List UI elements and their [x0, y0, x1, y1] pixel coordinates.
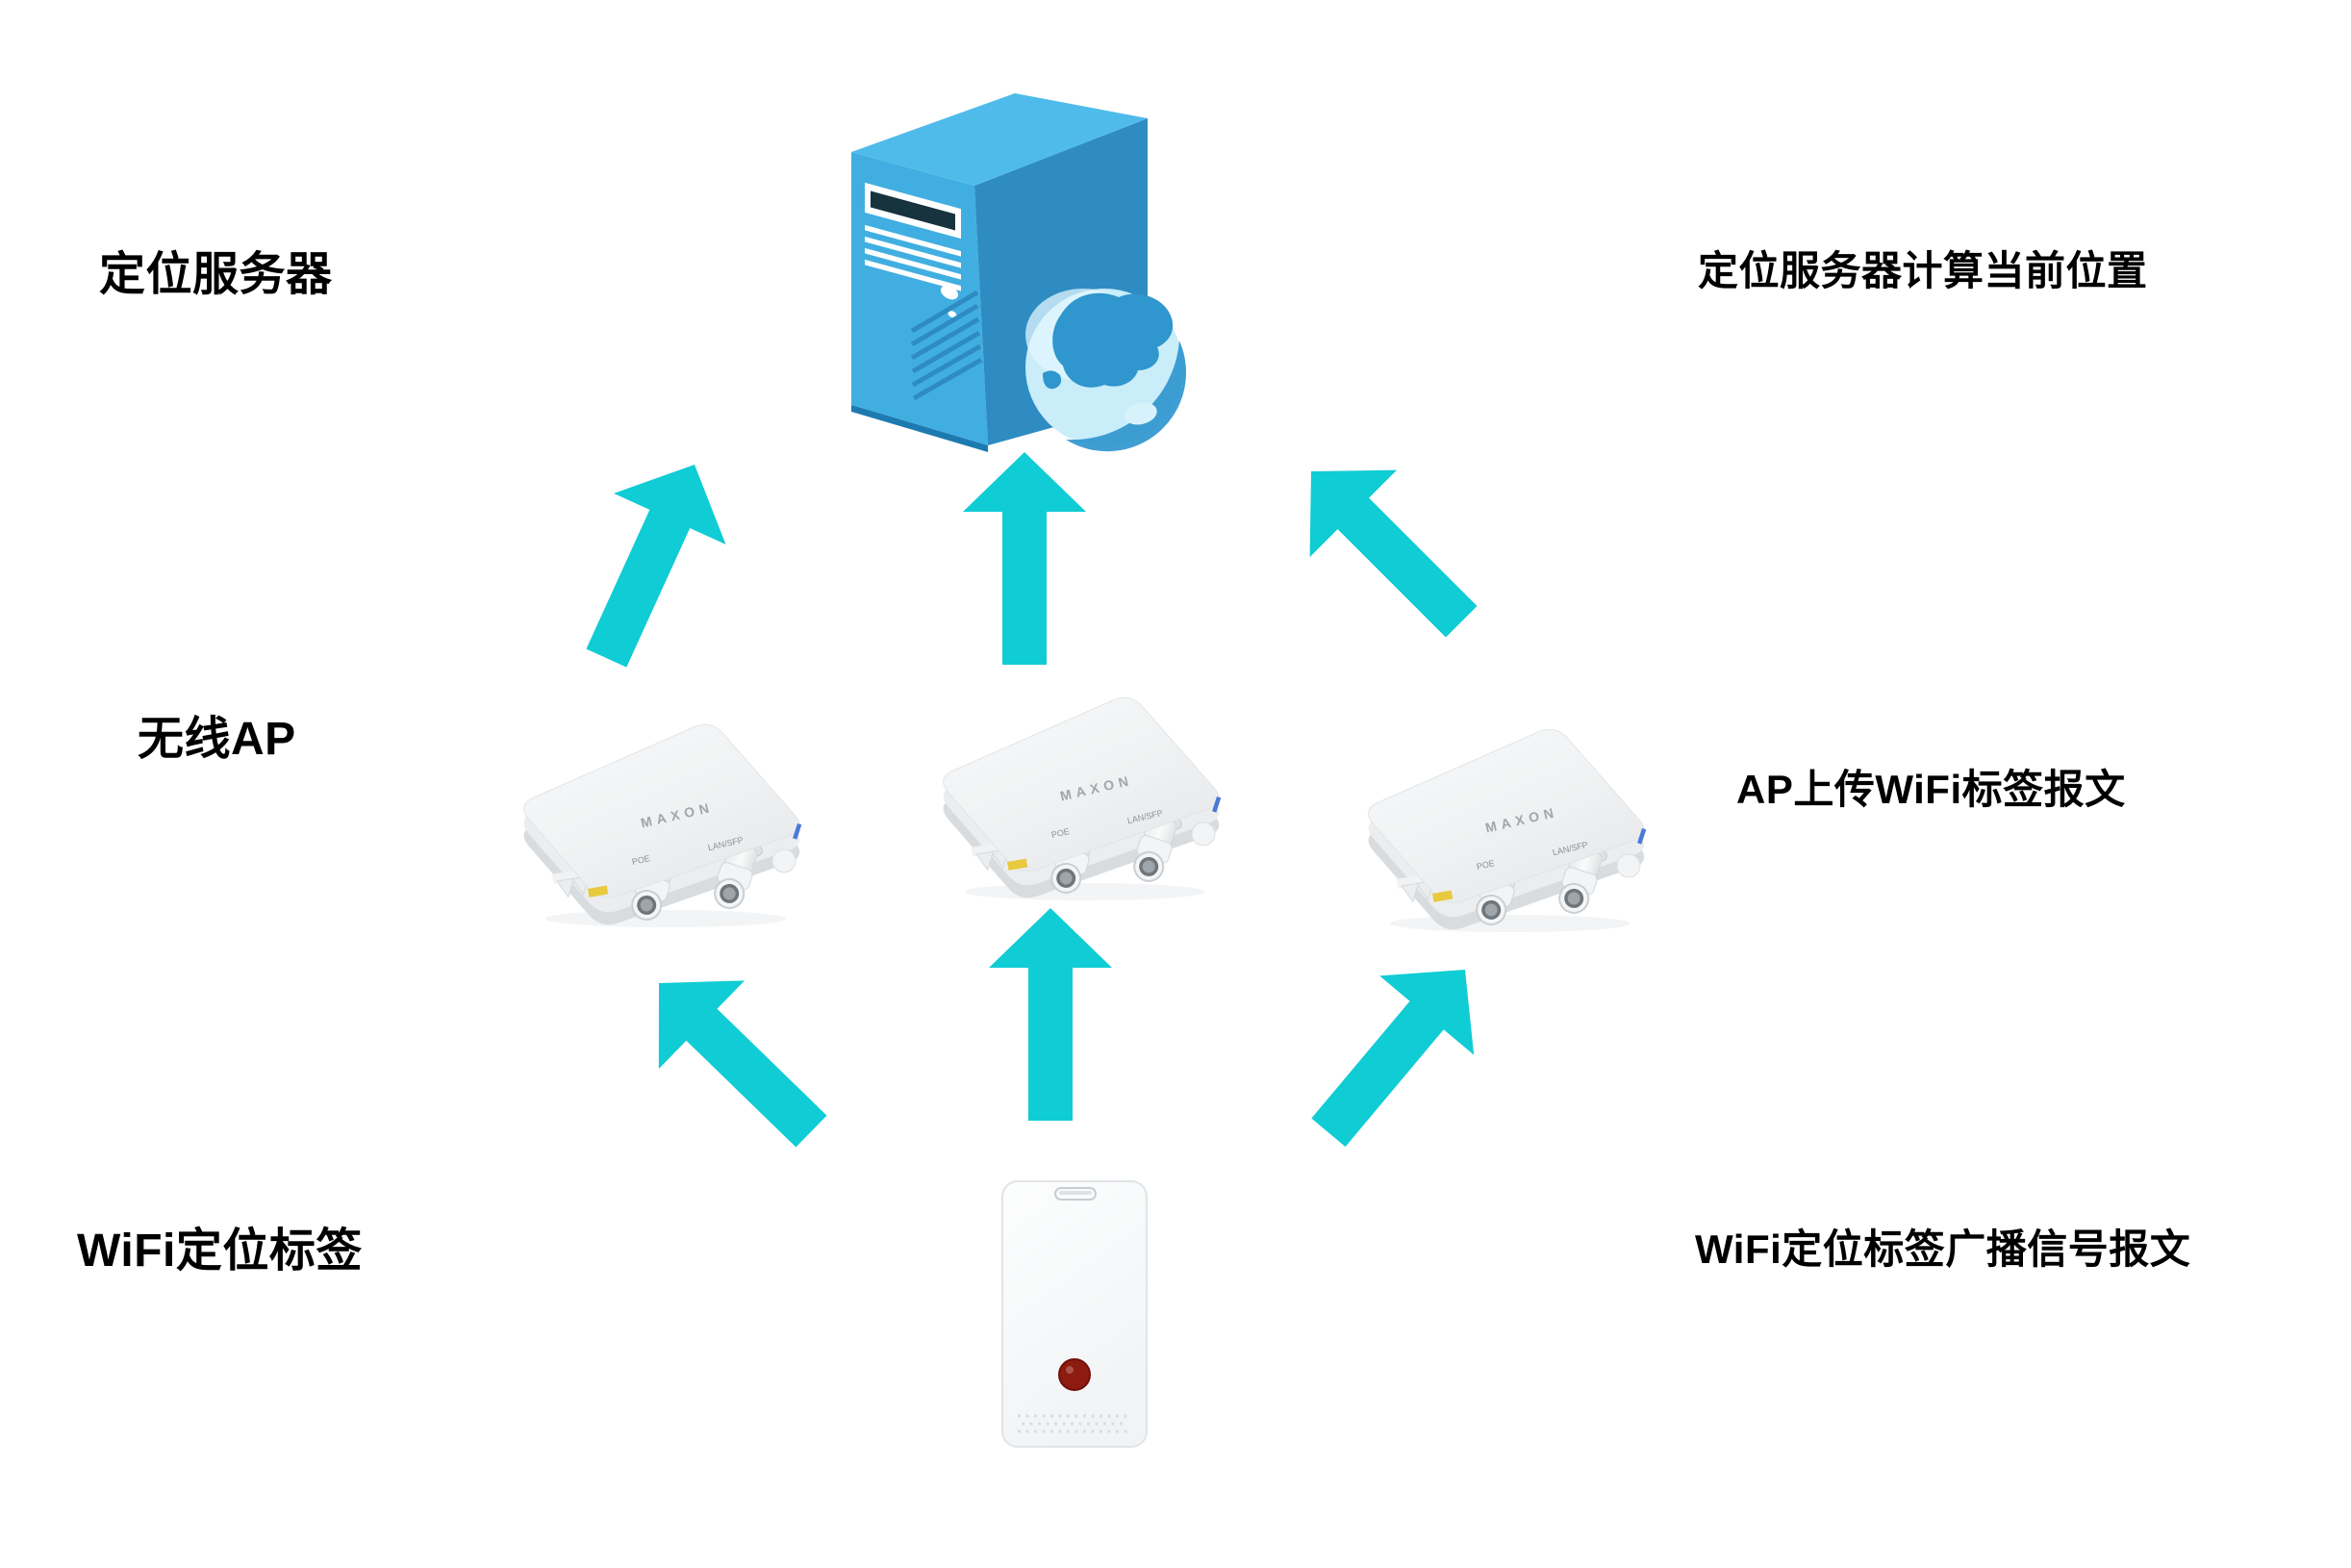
wifi-tag-icon — [1001, 1180, 1148, 1448]
server-diagonal-vents — [910, 290, 983, 401]
label-wifi-tag: WiFi定位标签 — [77, 1226, 363, 1277]
ap-port-label-poe: POE — [1476, 858, 1496, 872]
ap-yellow-sticker — [1432, 890, 1454, 902]
arrow-tag-to-ap-left — [616, 939, 855, 1176]
ap-shadow — [1390, 915, 1631, 932]
ap-body: MAXON POE LAN/SFP — [523, 723, 802, 925]
server-drive-bay-slot — [871, 190, 955, 231]
ap-body: MAXON POE LAN/SFP — [1368, 728, 1647, 930]
tag-speaker-perforations — [1018, 1414, 1131, 1433]
server-led-dot — [948, 311, 957, 318]
label-ap-uploads-tag-packets: AP上传WiFi标签报文 — [1736, 767, 2126, 812]
ap-side-cap — [1616, 853, 1641, 878]
tag-led-highlight — [1066, 1366, 1074, 1374]
label-wireless-ap: 无线AP — [138, 714, 296, 765]
server-vent-line — [865, 236, 961, 268]
ap-shadow — [965, 883, 1205, 900]
ap-blue-mark — [1212, 797, 1222, 813]
ap-side-cap — [1191, 822, 1216, 847]
server-bottom-edge — [851, 405, 988, 452]
label-tag-broadcasts-signal: WiFi定位标签广播信号报文 — [1695, 1227, 2191, 1272]
ap-port-label-poe: POE — [631, 853, 651, 867]
ap-top-face — [1368, 728, 1645, 903]
label-positioning-server: 定位服务器 — [99, 249, 333, 300]
server-top-face — [851, 93, 1148, 186]
arrow-tag-to-ap-right — [1280, 929, 1513, 1173]
ap-top-face — [523, 723, 800, 898]
label-server-computes-position: 定位服务器计算当前位置 — [1698, 248, 2148, 293]
ap-shadow — [545, 910, 786, 927]
globe-continent-asia — [1052, 292, 1174, 388]
ap-cable-gland-lan — [714, 837, 763, 909]
ap-port-label-poe: POE — [1050, 826, 1071, 840]
globe-shadow-crescent — [1066, 341, 1187, 452]
access-point-icon-center: MAXON POE LAN/SFP — [943, 696, 1222, 900]
ap-yellow-sticker — [1007, 858, 1028, 871]
ap-body: MAXON POE LAN/SFP — [943, 696, 1222, 898]
ap-side-cap — [771, 848, 796, 873]
tag-card-body — [1001, 1180, 1148, 1448]
tag-led-indicator — [1058, 1358, 1091, 1391]
globe-icon — [1025, 289, 1187, 452]
server-front-panel — [865, 182, 961, 318]
ap-top-face — [943, 696, 1220, 872]
ap-blue-mark — [1637, 828, 1647, 845]
access-point-icon-left: MAXON POE LAN/SFP — [523, 723, 802, 927]
globe-continent-coast — [1043, 370, 1062, 390]
server-vent-line — [865, 259, 961, 291]
arrow-ap-left-to-server — [550, 439, 751, 684]
ap-yellow-sticker — [588, 885, 609, 898]
arrow-ap-right-to-server — [1267, 427, 1505, 666]
access-point-icon-right: MAXON POE LAN/SFP — [1368, 728, 1647, 932]
server-vent-line — [865, 247, 961, 280]
tag-slot-shadow — [1059, 1191, 1092, 1195]
server-power-button — [941, 285, 958, 300]
server-vent-line — [865, 224, 961, 257]
arrow-ap-center-to-server — [963, 452, 1086, 665]
ap-blue-mark — [793, 823, 802, 840]
globe-continent-australia — [1125, 402, 1157, 425]
server-icon — [851, 93, 1187, 452]
arrow-tag-to-ap-center — [989, 908, 1112, 1121]
